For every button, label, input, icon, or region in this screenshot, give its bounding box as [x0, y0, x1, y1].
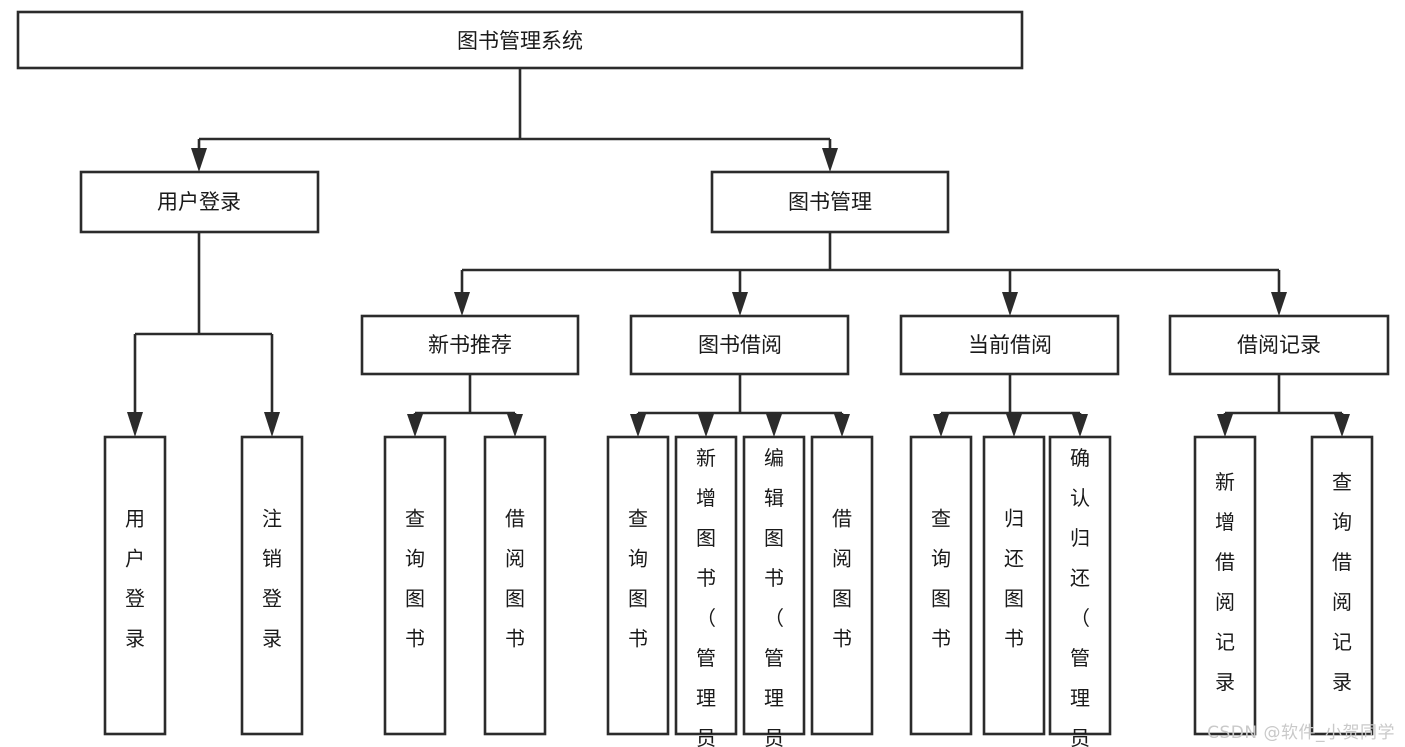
node-leaf-query-book-current-label: 查询图书	[931, 507, 951, 651]
node-leaf-add-book-admin-label: 新增图书（管理员）	[696, 446, 716, 747]
arrow-to-leaf-borrow-book	[834, 414, 850, 437]
node-leaf-query-book-borrow[interactable]: 查询图书	[606, 435, 670, 736]
node-user-login[interactable]: 用户登录	[79, 170, 320, 234]
node-leaf-add-borrow-record-box[interactable]	[1193, 435, 1257, 736]
node-leaf-query-borrow-record-label: 查询借阅记录	[1332, 470, 1352, 694]
node-leaf-query-book-recommend[interactable]: 查询图书	[383, 435, 447, 736]
node-leaf-add-borrow-record[interactable]: 新增借阅记录	[1193, 435, 1257, 736]
node-leaf-logout-box[interactable]	[240, 435, 304, 736]
node-leaf-edit-book-admin[interactable]: 编辑图书（管理员）	[742, 435, 806, 747]
node-leaf-query-borrow-record-box[interactable]	[1310, 435, 1374, 736]
node-leaf-logout-label: 注销登录	[262, 507, 282, 651]
node-leaf-add-book-admin[interactable]: 新增图书（管理员）	[674, 435, 738, 747]
node-borrow-records[interactable]: 借阅记录	[1168, 314, 1390, 376]
node-leaf-borrow-book-recommend-label: 借阅图书	[505, 507, 525, 651]
node-new-book-recommend[interactable]: 新书推荐	[360, 314, 580, 376]
node-leaf-borrow-book-recommend-box[interactable]	[483, 435, 547, 736]
arrow-to-leaf-query-book-current	[933, 414, 949, 437]
node-leaf-query-book-borrow-label: 查询图书	[628, 507, 648, 651]
arrow-to-leaf-borrow-book-recommend	[507, 414, 523, 437]
arrow-to-book-borrow	[732, 292, 748, 316]
node-leaf-user-login[interactable]: 用户登录	[103, 435, 167, 736]
node-leaf-add-borrow-record-label: 新增借阅记录	[1215, 470, 1235, 694]
arrow-to-leaf-add-borrow-record	[1217, 414, 1233, 437]
arrow-to-leaf-query-book-recommend	[407, 414, 423, 437]
node-leaf-borrow-book-label: 借阅图书	[832, 507, 852, 651]
arrow-to-leaf-user-login	[127, 412, 143, 437]
arrow-to-leaf-logout	[264, 412, 280, 437]
arrow-to-borrow-records	[1271, 292, 1287, 316]
arrow-to-user-login	[191, 148, 207, 172]
arrow-to-leaf-edit-book-admin	[766, 414, 782, 437]
node-leaf-return-book-label: 归还图书	[1004, 507, 1024, 651]
node-leaf-confirm-return-admin-label: 确认归还（管理员）	[1070, 446, 1090, 747]
node-leaf-return-book[interactable]: 归还图书	[982, 435, 1046, 736]
node-root-box[interactable]	[16, 10, 1024, 70]
node-leaf-query-book-borrow-box[interactable]	[606, 435, 670, 736]
node-book-borrow-label: 图书借阅	[698, 333, 782, 357]
node-leaf-return-book-box[interactable]	[982, 435, 1046, 736]
leaf-node-layer: 用户登录 注销登录 查询图书 借阅图书 查询图书 新增图书（管理员） 编辑图书（管理员） 借阅…	[103, 435, 1374, 747]
arrow-to-leaf-add-book-admin	[698, 414, 714, 437]
node-current-borrow-box[interactable]	[899, 314, 1120, 376]
node-leaf-query-book-current[interactable]: 查询图书	[909, 435, 973, 736]
node-book-management-box[interactable]	[710, 170, 950, 234]
node-leaf-confirm-return-admin-box[interactable]	[1048, 435, 1112, 736]
node-leaf-add-book-admin-box[interactable]	[674, 435, 738, 736]
node-user-login-box[interactable]	[79, 170, 320, 234]
node-leaf-confirm-return-admin[interactable]: 确认归还（管理员）	[1048, 435, 1112, 747]
connector-layer	[127, 68, 1350, 437]
node-leaf-query-book-recommend-box[interactable]	[383, 435, 447, 736]
node-leaf-user-login-label: 用户登录	[125, 507, 145, 651]
node-new-book-recommend-box[interactable]	[360, 314, 580, 376]
arrow-to-leaf-query-borrow-record	[1334, 414, 1350, 437]
node-new-book-recommend-label: 新书推荐	[428, 333, 512, 357]
arrow-to-new-book-recommend	[454, 292, 470, 316]
node-leaf-query-book-recommend-label: 查询图书	[405, 507, 425, 651]
node-leaf-query-book-current-box[interactable]	[909, 435, 973, 736]
node-leaf-borrow-book-recommend[interactable]: 借阅图书	[483, 435, 547, 736]
node-leaf-borrow-book[interactable]: 借阅图书	[810, 435, 874, 736]
arrow-to-leaf-query-book-borrow	[630, 414, 646, 437]
watermark-label: CSDN @软件_小贺同学	[1207, 723, 1395, 743]
node-leaf-query-borrow-record[interactable]: 查询借阅记录	[1310, 435, 1374, 736]
node-root-label: 图书管理系统	[457, 29, 583, 53]
node-user-login-label: 用户登录	[157, 190, 241, 214]
node-book-management[interactable]: 图书管理	[710, 170, 950, 234]
node-root[interactable]: 图书管理系统	[16, 10, 1024, 70]
node-leaf-edit-book-admin-box[interactable]	[742, 435, 806, 736]
node-leaf-logout[interactable]: 注销登录	[240, 435, 304, 736]
arrow-to-book-management	[822, 148, 838, 172]
node-book-borrow[interactable]: 图书借阅	[629, 314, 850, 376]
arrow-to-leaf-return-book	[1006, 414, 1022, 437]
node-current-borrow[interactable]: 当前借阅	[899, 314, 1120, 376]
node-book-borrow-box[interactable]	[629, 314, 850, 376]
node-borrow-records-box[interactable]	[1168, 314, 1390, 376]
node-borrow-records-label: 借阅记录	[1237, 333, 1321, 357]
arrow-to-leaf-confirm-return-admin	[1072, 414, 1088, 437]
node-leaf-user-login-box[interactable]	[103, 435, 167, 736]
node-leaf-borrow-book-box[interactable]	[810, 435, 874, 736]
arrow-to-current-borrow	[1002, 292, 1018, 316]
node-leaf-edit-book-admin-label: 编辑图书（管理员）	[764, 446, 784, 747]
node-current-borrow-label: 当前借阅	[968, 333, 1052, 357]
node-book-management-label: 图书管理	[788, 190, 872, 214]
